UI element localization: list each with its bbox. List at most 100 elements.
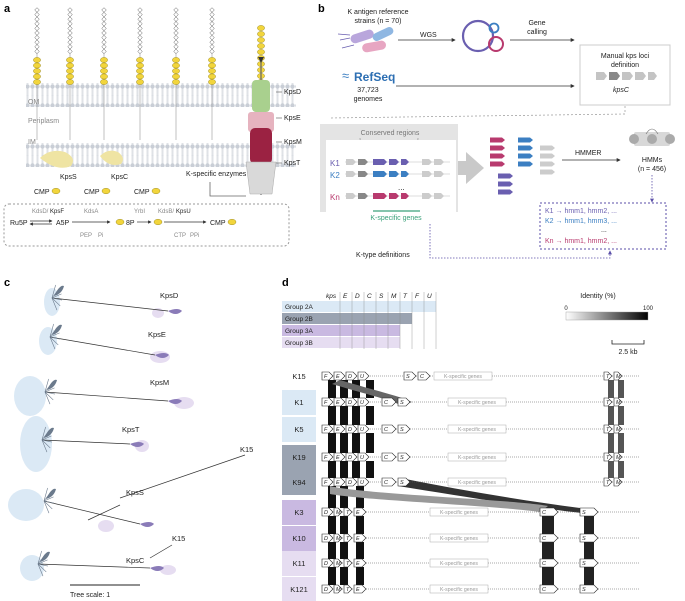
group-label: Group 3A [285,328,313,335]
kdo-residue [172,73,180,80]
definition-k2: K2 → hmm1, hmm3, ... [545,218,617,225]
panel-b-label: b [318,3,325,15]
strain-band [282,577,316,601]
extracted-gene-arrow [498,189,513,195]
kpss-label: KpsS [60,174,77,181]
strain-label-k3: K3 [294,508,303,517]
conserved-gene-arrow [346,193,356,199]
table-header-kps: kps [326,293,337,300]
svg-text:M: M [336,587,341,593]
identity-block [352,461,360,478]
saccharide-diamond [173,16,179,22]
panel-c: c KpsDKpsEKpsMKpsTKpsSKpsCK15K15 Tree sc… [4,277,253,599]
identity-block [356,567,364,585]
k15-branch-kpsc [149,544,173,559]
gene-arrow [333,371,346,381]
k-specific-label: K-specific genes [440,510,478,516]
group-row [282,313,412,324]
extracted-gene-arrow [540,153,555,159]
gene-arrow [333,452,346,462]
saccharide-diamond [173,30,179,36]
table-header-c: C [367,293,372,300]
gene-arrow [539,533,559,543]
table-header-u: U [427,293,432,300]
svg-text:C: C [384,427,388,433]
gene-arrow [381,424,397,434]
identity-block [340,516,348,534]
identity-block [608,461,614,478]
extracted-gene-arrow [518,161,533,167]
conserved-gene-arrow [422,171,432,177]
tree-blue-clade [14,376,46,416]
k-specific-gene-arrow [401,159,409,165]
identity-gradient [565,311,649,321]
svg-text:C: C [542,587,546,593]
gene-arrow [579,558,599,568]
k-specific-gene-arrow [389,171,399,177]
strain-band [282,551,316,576]
svg-text:E: E [356,536,360,542]
saccharide-diamond [137,30,143,36]
identity-block [618,461,624,478]
group-label: Group 2B [285,316,313,323]
gene-arrow [357,477,370,487]
tree-clade-wedge [44,427,54,438]
gene-arrow [539,584,559,594]
svg-text:S: S [400,400,404,406]
hmms-count: (n = 456) [638,166,666,173]
gene-arrow [357,397,370,407]
svg-text:E: E [356,587,360,593]
k-specific-label: K-specific genes [458,427,496,433]
svg-text:M: M [336,536,341,542]
bacteria-icon [337,27,394,53]
k-specific-genes-label: K-specific genes [370,215,422,222]
k-specific-gene-arrow [373,159,387,165]
saccharide-diamond [173,44,179,50]
svg-text:T: T [606,427,610,433]
tree-clade-wedge [150,566,164,571]
tree-branch [43,500,141,525]
pathway-pi: Pi [98,233,103,239]
identity-block [352,406,360,425]
extracted-gene-arrow [518,153,533,159]
tree-clade-wedge [168,399,182,404]
panel-a-label: a [4,3,11,15]
tree-blue-clade [8,489,44,521]
group-row [282,337,400,348]
saccharide-diamond [209,21,215,27]
saccharide-diamond [34,21,40,27]
kb-scale-bar [611,340,645,345]
gene-arrow [333,507,343,517]
svg-text:D: D [348,374,352,380]
tree-clade-wedge [168,309,182,314]
svg-text:S: S [582,510,586,516]
gene-arrow [333,533,343,543]
svg-text:T: T [606,374,610,380]
strain-label-k1: K1 [294,398,303,407]
strain-band [282,526,316,551]
gene-arrow [397,477,411,487]
conserved-gene-arrow [346,159,356,165]
saccharide-diamond [101,34,107,41]
svg-text:C: C [384,400,388,406]
group-row [282,325,400,336]
kdo-residue [66,62,74,69]
enzymes-connector [209,182,246,197]
identity-block [328,461,336,478]
im-label: IM [28,139,36,146]
exported-kdo [257,49,265,55]
svg-text:E: E [336,374,340,380]
identity-block [542,567,554,585]
identity-block [328,406,336,425]
k15-label-kpss: K15 [240,445,253,454]
gene-arrow [333,397,346,407]
identity-block [356,542,364,559]
exported-kdo [257,31,265,37]
kpsc-label: KpsC [111,174,128,181]
pathway-box [3,203,290,247]
kdo-residue [172,79,180,85]
tree-label-kpsc: KpsC [126,556,145,565]
identity-block [584,516,594,534]
saccharide-diamond [209,16,215,22]
